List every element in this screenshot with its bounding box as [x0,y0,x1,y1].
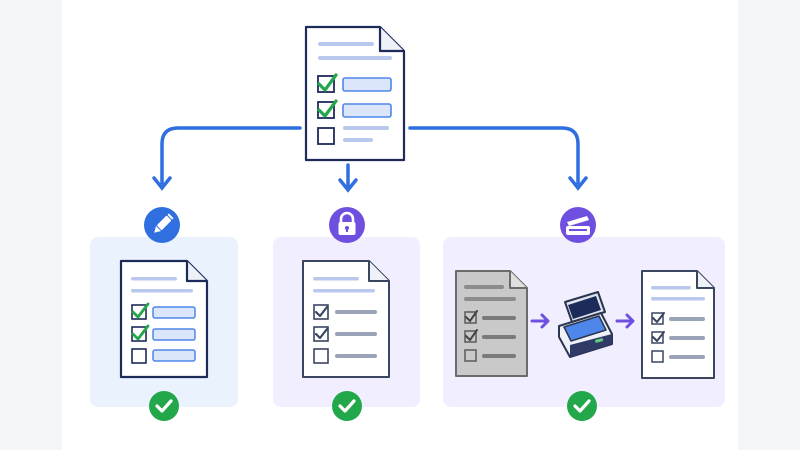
text-line [464,297,516,301]
text-line [335,332,377,336]
checkbox [464,311,477,324]
check-mark-icon [317,73,338,92]
check-circle-icon [149,391,179,421]
input-field [152,306,196,319]
text-line [669,317,705,321]
flattened-form-document [302,260,390,378]
text-line [482,316,516,320]
text-line [482,335,516,339]
checkbox [131,348,147,364]
checkbox [313,348,329,364]
check-mark-icon [131,324,150,341]
scanner-icon [566,216,590,235]
checkbox [464,349,477,362]
check-circle-icon [567,391,597,421]
header-line [651,286,691,290]
pencil-icon [154,213,174,233]
process-arrow [615,313,635,329]
check-mark-icon [652,331,665,342]
check-mark-icon [314,327,329,340]
fillable-form-document [119,259,209,379]
input-field [152,328,196,341]
checkbox [317,127,335,145]
checkbox [651,312,664,325]
document-fold [378,27,404,53]
check-mark-icon [317,99,338,118]
source-document [304,25,406,162]
scanner-light [595,338,604,343]
result-flattened [332,391,362,421]
result-fillable [149,391,179,421]
checkbox [651,331,664,344]
document-fold [368,261,389,282]
text-line [669,355,705,359]
header-line [651,297,705,301]
text-line [335,310,377,314]
text-line [335,354,377,358]
input-field [152,349,196,362]
text-line [669,336,705,340]
check-circle-icon [332,391,362,421]
digital-form-document [641,270,715,379]
checkbox [464,330,477,343]
header-line [131,289,193,293]
checkbox [651,350,664,363]
text-line [482,354,516,358]
scanner-bed [563,315,607,342]
check-mark-icon [465,310,478,323]
document-fold [696,271,714,289]
badge-fillable [144,207,180,243]
header-line [313,289,375,293]
header-line [318,42,374,46]
header-line [318,56,392,60]
connectors [152,126,588,193]
badge-flattened [329,207,365,243]
result-scanned [567,391,597,421]
scanner-glass [568,296,601,319]
connector-left [160,126,302,185]
text-line [343,126,389,130]
flatbed-scanner [558,291,613,358]
document-fold [185,261,207,283]
scanned-paper-form [455,270,528,377]
connector-left-head [152,176,172,191]
document-fold [509,271,527,289]
check-mark-icon [465,329,478,342]
header-line [131,277,177,281]
input-field [342,103,392,118]
process-arrow [530,313,550,329]
check-mark-icon [652,312,665,323]
badge-scanned [560,207,596,243]
header-line [313,277,359,281]
check-mark-icon [131,302,150,319]
input-field [342,77,392,92]
check-mark-icon [314,305,329,318]
text-line [343,138,373,142]
connector-right [408,126,580,185]
text-line [464,285,504,289]
connector-right-head [568,176,588,191]
connector-middle-head [338,178,358,193]
lock-icon [338,211,356,235]
